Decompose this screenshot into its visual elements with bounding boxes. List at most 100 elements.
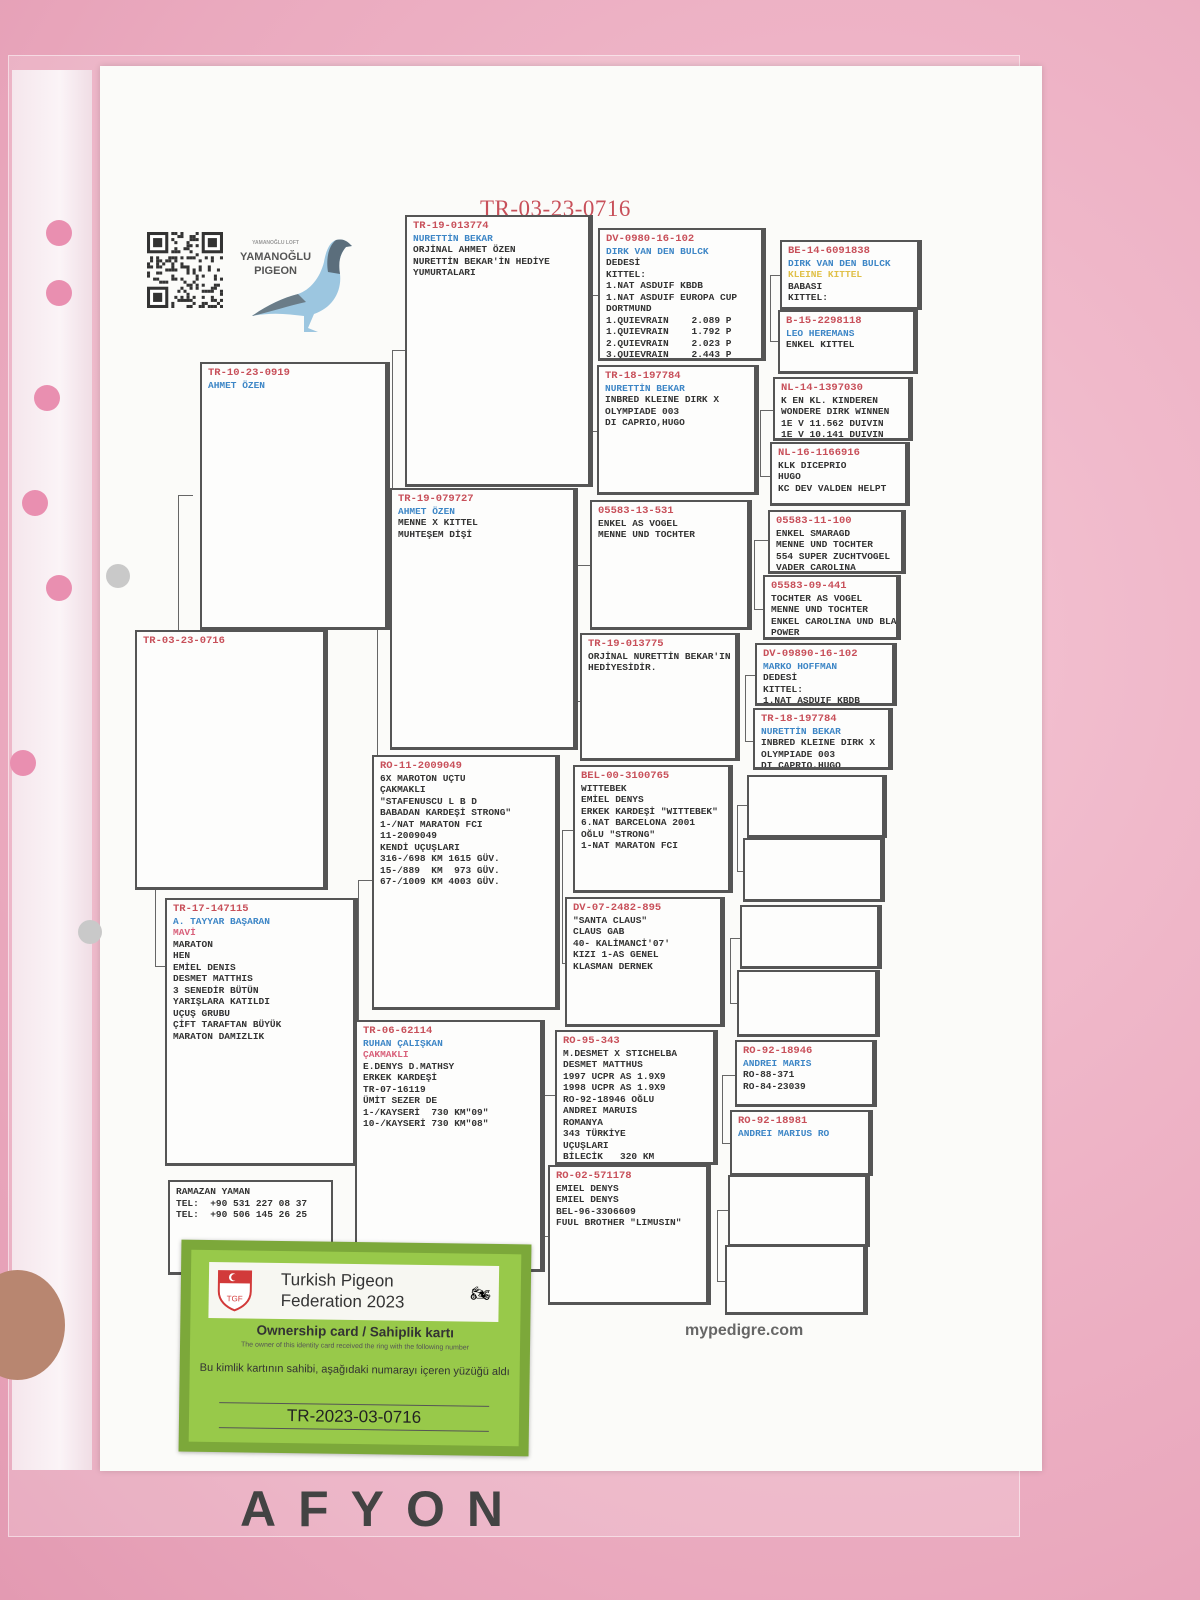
pedigree-detail-line: WITTEBEK bbox=[581, 782, 627, 794]
pedigree-detail-line: 40- KALİMANCİ'07' bbox=[573, 937, 670, 949]
pedigree-detail-line: DEDESİ bbox=[763, 672, 798, 683]
pedigree-detail-line: ENKEL CAROLINA UND BLACK bbox=[771, 615, 901, 627]
pedigree-detail-line: ÇİFT TARAFTAN BÜYÜK bbox=[173, 1019, 282, 1030]
ring-number: DV-09890-16-102 bbox=[763, 648, 858, 660]
card-ring-number: TR-2023-03-0716 bbox=[218, 1402, 490, 1432]
pedigree-box-gen4-11 bbox=[737, 970, 880, 1037]
pedigree-detail-line: EMİEL DENIS bbox=[173, 961, 236, 973]
pedigree-detail-line: BABASI bbox=[788, 280, 823, 292]
pedigree-detail-line: BEL-96-3306609 bbox=[556, 1205, 636, 1217]
pedigree-detail-line: MENNE UND TOCHTER bbox=[598, 529, 695, 540]
ring-number: TR-10-23-0919 bbox=[208, 367, 290, 379]
pedigree-detail-line: 1.NAT ASDUIF KBDB bbox=[763, 695, 860, 706]
card-title-line2: Federation 2023 bbox=[280, 1290, 405, 1312]
pedigree-detail-line: DESMET MATTHUS bbox=[563, 1059, 643, 1070]
ring-number: BEL-00-3100765 bbox=[581, 770, 670, 782]
pedigree-detail-line: RO-84-23039 bbox=[743, 1080, 806, 1092]
pedigree-detail-line: INBRED KLEINE DIRK X bbox=[605, 394, 720, 405]
pedigree-detail-line: POWER bbox=[771, 627, 800, 638]
punch-hole bbox=[46, 280, 72, 306]
pedigree-detail-line: ORJİNAL AHMET ÖZEN bbox=[413, 244, 516, 255]
pedigree-detail-line: CLAUS GAB bbox=[573, 926, 625, 937]
pedigree-box-gen4-8 bbox=[747, 775, 887, 838]
pedigree-detail-line: HUGO bbox=[778, 471, 801, 482]
pedigree-detail-line: ÜMİT SEZER DE bbox=[363, 1095, 438, 1106]
pedigree-detail-line: KITTEL: bbox=[606, 268, 646, 280]
pedigree-detail-line: OLYMPIADE 003 bbox=[605, 405, 680, 417]
pedigree-detail-line: KIZI 1-AS GENEL bbox=[573, 949, 659, 960]
website-footer: mypedigre.com bbox=[685, 1322, 804, 1339]
pedigree-detail-line: 316-/698 KM 1615 GÜV. bbox=[380, 853, 500, 864]
pedigree-detail-line: MENNE UND TOCHTER bbox=[771, 604, 868, 615]
pedigree-box-gen4-9 bbox=[743, 838, 885, 902]
pedigree-detail-line: NURETTİN BEKAR'İN HEDİYE bbox=[413, 255, 550, 267]
pedigree-detail-line: YUMURTALARI bbox=[413, 267, 476, 278]
pedigree-detail-line: DEDESİ bbox=[606, 257, 641, 268]
pedigree-detail-line: 1998 UCPR AS 1.9X9 bbox=[563, 1082, 666, 1093]
pedigree-detail-line: HEDİYESİDİR. bbox=[588, 662, 657, 673]
pigeon-extra-label: MAVİ bbox=[173, 927, 196, 938]
ring-number: TR-18-197784 bbox=[761, 713, 837, 725]
punch-hole bbox=[34, 385, 60, 411]
card-title: Turkish Pigeon Federation 2023 bbox=[281, 1269, 405, 1313]
punch-hole bbox=[10, 750, 36, 776]
owner-name: AHMET ÖZEN bbox=[208, 379, 266, 391]
background-afyon-text: AFYON bbox=[240, 1481, 525, 1537]
pedigree-detail-line: 2.QUIEVRAIN 2.023 P bbox=[606, 337, 732, 349]
card-header: TGF Turkish Pigeon Federation 2023 🏍 bbox=[208, 1261, 500, 1322]
pedigree-detail-line: MENNE X KITTEL bbox=[398, 517, 478, 528]
pigeon-icon bbox=[252, 239, 352, 332]
pedigree-detail-line: 15-/889 KM 973 GÜV. bbox=[380, 864, 500, 876]
pedigree-detail-line: FUUL BROTHER "LIMUSIN" bbox=[556, 1217, 682, 1228]
ring-number: TR-17-147115 bbox=[173, 903, 249, 915]
ring-number: RO-92-18981 bbox=[738, 1115, 808, 1127]
pedigree-detail-line: RO-92-18946 OĞLU bbox=[563, 1093, 655, 1105]
ring-number: TR-06-62114 bbox=[363, 1025, 433, 1037]
pedigree-box-gen4-14 bbox=[728, 1175, 870, 1247]
motorcycle-icon: 🏍 bbox=[470, 1285, 491, 1303]
pedigree-detail-line: 343 TÜRKİYE bbox=[563, 1128, 626, 1139]
owner-name: ANDREI MARIUS RO bbox=[738, 1127, 830, 1139]
ownership-card: TGF Turkish Pigeon Federation 2023 🏍 Own… bbox=[178, 1239, 532, 1457]
card-title-line1: Turkish Pigeon bbox=[280, 1269, 394, 1291]
pedigree-detail-line: 1.QUIEVRAIN 1.792 P bbox=[606, 326, 732, 337]
owner-name: DIRK VAN DEN BULCK bbox=[788, 257, 891, 269]
punch-hole bbox=[46, 575, 72, 601]
loft-logo: YAMANOĞLU LOFT YAMANOĞLU PIGEON bbox=[240, 236, 311, 278]
pedigree-connector bbox=[760, 410, 775, 477]
pedigree-detail-line: KLASMAN DERNEK bbox=[573, 960, 653, 972]
ring-number: RO-11-2009049 bbox=[380, 760, 462, 772]
pedigree-detail-line: MUHTEŞEM DİŞİ bbox=[398, 528, 473, 540]
pedigree-detail-line: DI CAPRIO,HUGO bbox=[761, 760, 841, 770]
pedigree-detail-line: KC DEV VALDEN HELPT bbox=[778, 482, 887, 494]
ring-number: TR-19-013774 bbox=[413, 220, 489, 232]
pedigree-detail-line: OĞLU "STRONG" bbox=[581, 828, 656, 840]
pedigree-detail-line: ERKEK KARDEŞİ "WITTEBEK" bbox=[581, 805, 718, 817]
pedigree-box-gen4-10 bbox=[740, 905, 882, 969]
qr-code-icon bbox=[147, 232, 223, 308]
ring-number: 05583-11-100 bbox=[776, 515, 852, 527]
pedigree-detail-line: 3 SENEDİR BÜTÜN bbox=[173, 984, 259, 996]
ring-number: TR-19-079727 bbox=[398, 493, 474, 505]
pedigree-detail-line: 1E V 10.141 DUIVIN bbox=[781, 429, 884, 440]
owner-name: ANDREI MARIS bbox=[743, 1057, 812, 1069]
pedigree-detail-line: EMİEL DENYS bbox=[581, 794, 644, 805]
pedigree-detail-line: 554 SUPER ZUCHTVOGEL bbox=[776, 550, 891, 562]
pedigree-detail-line: KITTEL: bbox=[763, 683, 803, 695]
pedigree-detail-line: ÇAKMAKLI bbox=[380, 784, 426, 795]
pedigree-detail-line: ERKEK KARDEŞİ bbox=[363, 1072, 438, 1083]
ring-number: 05583-13-531 bbox=[598, 505, 674, 517]
pedigree-box-subject: TR-03-23-0716 bbox=[135, 630, 328, 890]
ring-number: 05583-09-441 bbox=[771, 580, 847, 592]
ring-number: DV-07-2482-895 bbox=[573, 902, 662, 914]
